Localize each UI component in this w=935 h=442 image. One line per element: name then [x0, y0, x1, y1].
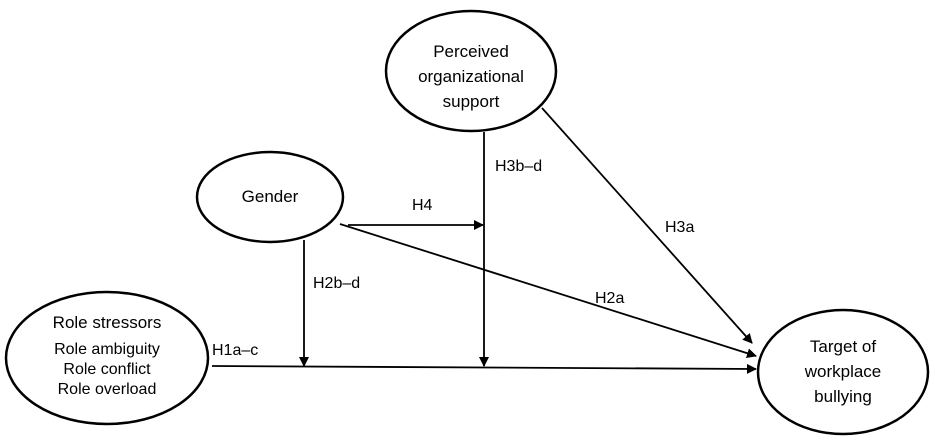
node-perceived-organizational-support: Perceived organizational support — [384, 9, 558, 133]
node-role-stressors-item-3: Role overload — [58, 381, 157, 398]
edge-h3a-support-to-bullying — [541, 107, 753, 344]
edge-label-h4: H4 — [412, 197, 433, 214]
node-role-stressors-item-2: Role conflict — [63, 361, 151, 378]
edge-h2a-gender-to-bullying — [339, 223, 757, 359]
node-perceived-support-line-1: Perceived — [433, 42, 509, 61]
edge-label-h2a: H2a — [595, 290, 624, 307]
node-role-stressors-item-1: Role ambiguity — [54, 341, 160, 358]
node-target-line-3: bullying — [814, 387, 872, 406]
edge-label-h1: H1a–c — [212, 342, 258, 359]
node-target-line-1: Target of — [810, 337, 876, 356]
node-role-stressors: Role stressors Role ambiguity Role confl… — [4, 290, 210, 426]
node-perceived-support-line-3: support — [443, 92, 500, 111]
edge-label-h2bd: H2b–d — [313, 275, 360, 292]
node-role-stressors-title: Role stressors — [53, 313, 162, 332]
edge-label-h3a: H3a — [665, 219, 694, 236]
node-perceived-support-line-2: organizational — [418, 67, 524, 86]
node-target-line-2: workplace — [804, 362, 882, 381]
node-gender: Gender — [195, 150, 345, 244]
edge-h1-role-stressors-to-bullying — [211, 363, 757, 374]
edge-label-h3bd: H3b–d — [495, 158, 542, 175]
node-gender-label: Gender — [242, 187, 299, 206]
node-target-of-workplace-bullying: Target of workplace bullying — [756, 308, 930, 436]
